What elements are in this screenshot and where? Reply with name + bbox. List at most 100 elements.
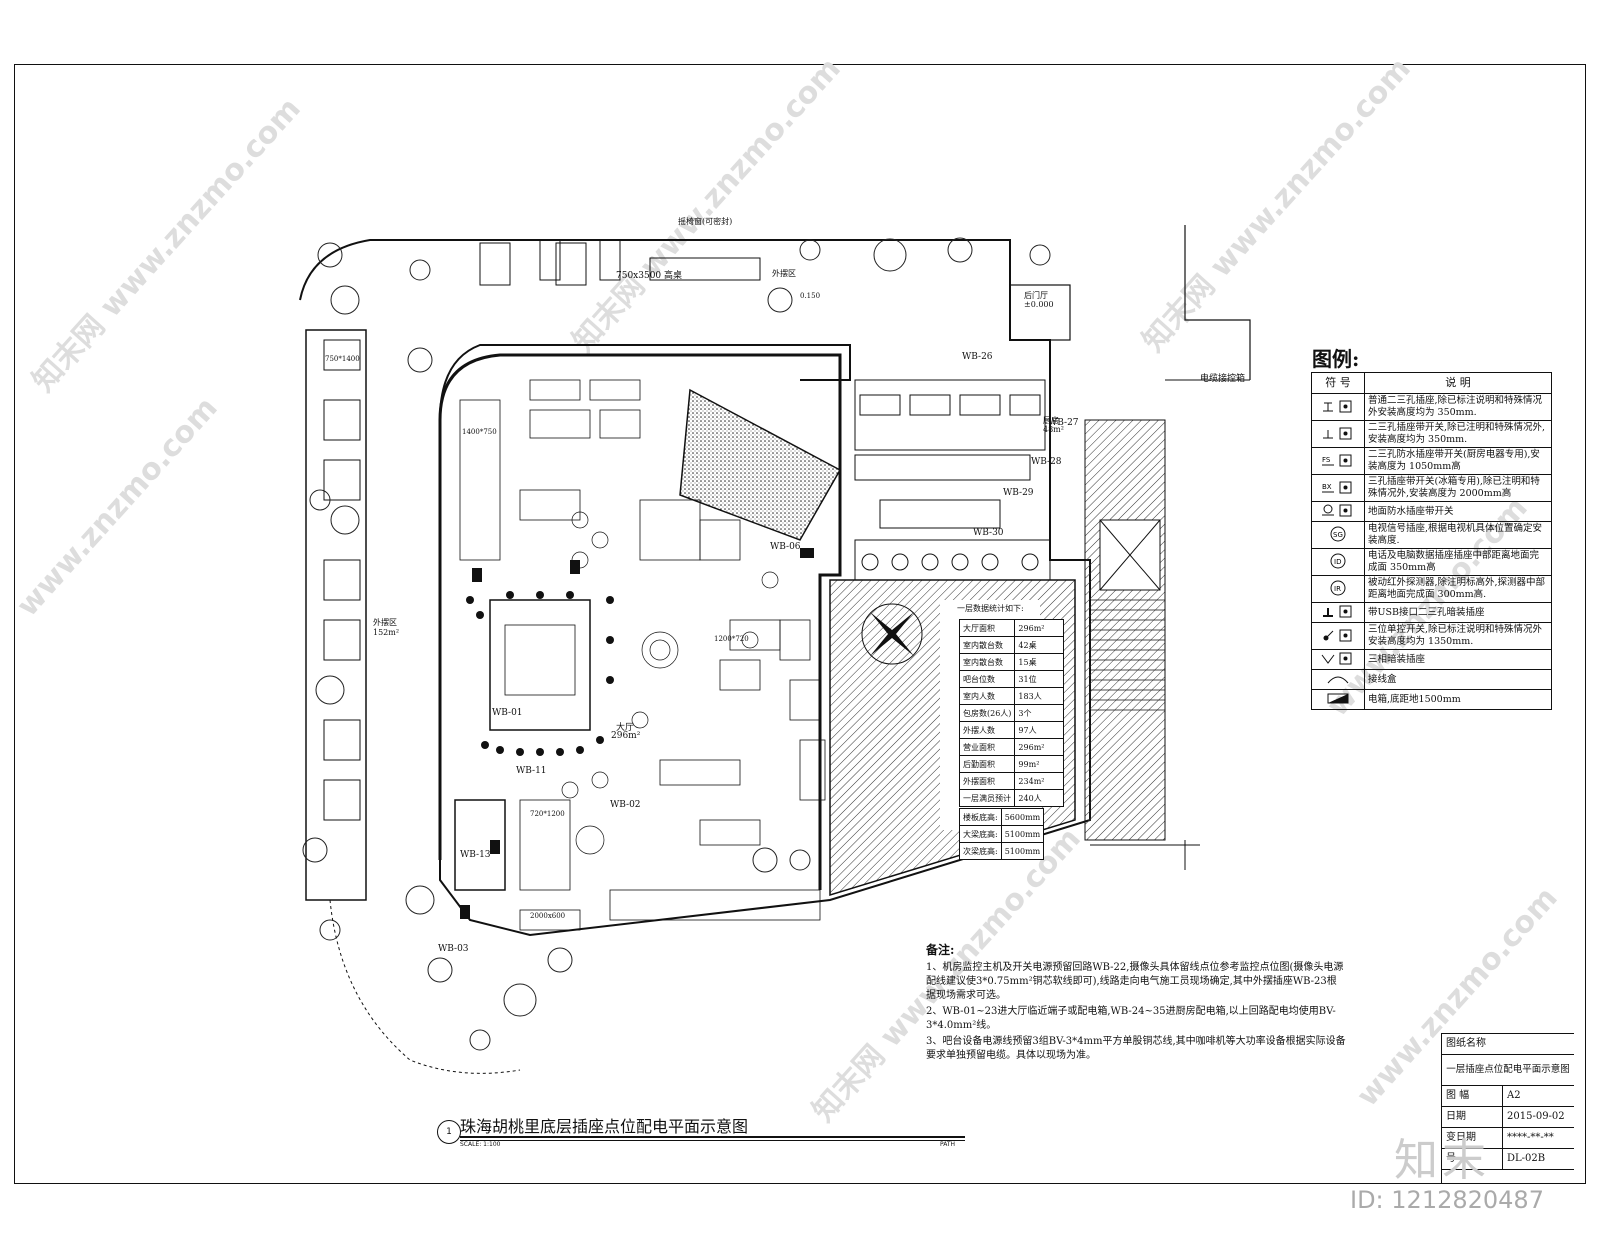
- note-item: 2、WB-01~23进大厅临近端子或配电箱,WB-24~35进厨房配电箱,以上回…: [926, 1006, 1336, 1031]
- wb-label: WB-03: [438, 944, 469, 954]
- stats-value: 240人: [1014, 789, 1065, 807]
- tb-date-label: 日期: [1446, 1111, 1466, 1122]
- legend-desc: 三位单控开关,除已标注说明和特殊情况外安装高度均为 1350mm.: [1364, 622, 1552, 650]
- stats-row: 包房数(26人)3个: [958, 704, 1065, 722]
- svg-text:SG: SG: [1333, 531, 1343, 539]
- legend-desc: 三相暗装插座: [1364, 649, 1552, 670]
- stats-value: 31位: [1014, 670, 1065, 688]
- kitchen-area: 48m²: [1043, 425, 1064, 434]
- drawing-title: 珠海胡桃里底层插座点位配电平面示意图: [460, 1117, 749, 1136]
- back-door-label: 后门厅: [1024, 291, 1048, 300]
- wb-label: WB-27: [1048, 418, 1079, 428]
- height-value: 5100mm: [1000, 825, 1045, 843]
- legend-row: 二三孔插座带开关,除已注明和特殊情况外,安装高度均为 350mm.: [1311, 420, 1552, 448]
- title-underline: [460, 1136, 965, 1138]
- tb-rev-value: ****-**-**: [1502, 1128, 1554, 1148]
- outdoor-area-label: 外摆区: [373, 618, 397, 627]
- drawing-path: PATH: [940, 1141, 956, 1148]
- wb-label: WB-30: [973, 528, 1004, 538]
- svg-text:BX: BX: [1322, 483, 1332, 491]
- legend-row: 三相暗装插座: [1311, 649, 1552, 670]
- notes: 备注: 1、机房监控主机及开关电源预留回路WB-22,摄像头具体留线点位参考监控…: [926, 943, 1346, 1065]
- legend-desc: 被动红外探测器,除注明标高外,探测器中部距离地面完成面 300mm高.: [1364, 575, 1552, 603]
- wb-label: WB-29: [1003, 488, 1034, 498]
- usb-socket-icon: [1311, 602, 1365, 623]
- stats-value: 183人: [1014, 687, 1065, 705]
- table-dim: 750*1400: [325, 355, 360, 363]
- legend-row: ID 电话及电脑数据插座插座中部距离地面完成面 350mm高: [1311, 548, 1552, 576]
- junction-box-icon: [1311, 669, 1365, 690]
- wb-label: WB-01: [492, 708, 523, 718]
- wb-label: WB-06: [770, 542, 801, 552]
- table-dim: 1200*720: [714, 635, 749, 643]
- note-item: 3、吧台设备电源线预留3组BV-3*4mm平方单股铜芯线,其中咖啡机等大功率设备…: [926, 1036, 1346, 1061]
- legend-row: 三位单控开关,除已标注说明和特殊情况外安装高度均为 1350mm.: [1311, 622, 1552, 650]
- height-value: 5100mm: [1000, 842, 1045, 860]
- stats-label: 营业面积: [958, 738, 1016, 756]
- stats-label: 吧台位数: [958, 670, 1016, 688]
- wb-label: WB-02: [610, 800, 641, 810]
- stats-label: 室内散台数: [958, 636, 1016, 654]
- kitchen-label: 厨房: [1043, 416, 1059, 425]
- table-dim: 1400*750: [462, 428, 497, 436]
- tb-name-label: 图纸名称: [1442, 1034, 1574, 1055]
- legend-desc: 带USB接口二三孔暗装插座: [1364, 602, 1552, 623]
- legend-desc: 电话及电脑数据插座插座中部距离地面完成面 350mm高: [1364, 548, 1552, 576]
- title-underline-thin: [460, 1140, 965, 1141]
- long-table-label: 750x3500 高桌: [616, 271, 683, 281]
- footer-id: ID: 1212820487: [1350, 1186, 1544, 1214]
- tb-num-label: 号: [1446, 1153, 1456, 1164]
- legend-col-desc: 说 明: [1364, 372, 1552, 394]
- tv-socket-icon: SG: [1311, 521, 1365, 549]
- tb-size-label: 图 幅: [1446, 1090, 1470, 1101]
- legend-desc: 接线盒: [1364, 669, 1552, 690]
- legend-desc: 普通二三孔插座,除已标注说明和特殊情况外安装高度均为 350mm.: [1364, 393, 1552, 421]
- legend-row: 带USB接口二三孔暗装插座: [1311, 602, 1552, 623]
- stats-label: 室内散台数: [958, 653, 1016, 671]
- legend-desc: 三孔插座带开关(冰箱专用),除已注明和特殊情况外,安装高度为 2000mm高: [1364, 474, 1552, 502]
- legend-row: 地面防水插座带开关: [1311, 501, 1552, 522]
- drawing-number: 1: [437, 1120, 461, 1144]
- height-row: 楼板底高:5600mm: [959, 808, 1045, 826]
- stats-title: 一层数据统计如下:: [955, 603, 1026, 614]
- stats-label: 外摆面积: [958, 772, 1016, 790]
- svg-text:ID: ID: [1334, 558, 1341, 566]
- tb-date-value: 2015-09-02: [1502, 1107, 1565, 1127]
- height-row: 次梁底高:5100mm: [959, 842, 1045, 860]
- hall-label: 大厅: [616, 723, 635, 733]
- legend-title: 图例:: [1312, 347, 1360, 371]
- height-row: 大梁底高:5100mm: [959, 825, 1045, 843]
- single-switch-icon: [1311, 622, 1365, 650]
- stats-value: 296m²: [1014, 738, 1065, 756]
- height-value: 5600mm: [1000, 808, 1045, 826]
- data-socket-icon: ID: [1311, 548, 1365, 576]
- stats-label: 室内人数: [958, 687, 1016, 705]
- legend-row: 普通二三孔插座,除已标注说明和特殊情况外安装高度均为 350mm.: [1311, 393, 1552, 421]
- level-label: ±0.000: [1024, 300, 1054, 309]
- wb-label: WB-11: [516, 766, 547, 776]
- legend-col-symbol: 符 号: [1311, 372, 1365, 394]
- legend-desc: 电视信号插座,根据电视机具体位置确定安装高度.: [1364, 521, 1552, 549]
- svg-text:IR: IR: [1334, 585, 1341, 593]
- waterproof-socket-icon: FS: [1311, 447, 1365, 475]
- legend-desc: 地面防水插座带开关: [1364, 501, 1552, 522]
- stats-value: 15桌: [1014, 653, 1065, 671]
- legend-desc: 二三孔插座带开关,除已注明和特殊情况外,安装高度均为 350mm.: [1364, 420, 1552, 448]
- level-label: 0.150: [800, 292, 821, 300]
- height-label: 次梁底高:: [959, 842, 1002, 860]
- svg-text:FS: FS: [1322, 456, 1331, 464]
- stats-label: 一层满员预计: [958, 789, 1016, 807]
- hall-area: 296m²: [611, 731, 641, 741]
- table-dim: 720*1200: [530, 810, 565, 818]
- stats-value: 296m²: [1014, 619, 1065, 637]
